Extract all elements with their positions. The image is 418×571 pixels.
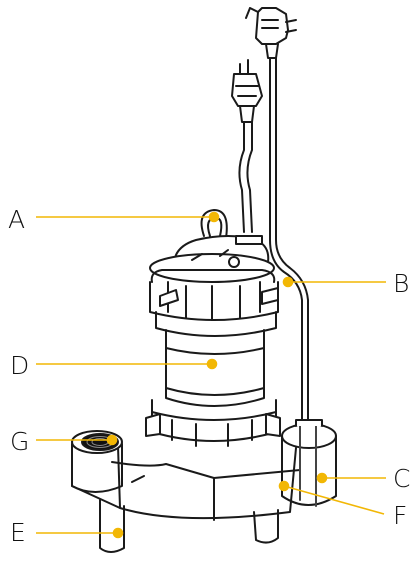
motor-cap xyxy=(150,236,278,320)
power-plug-icon xyxy=(232,60,262,122)
callout-b xyxy=(284,278,387,287)
callout-c xyxy=(318,474,387,483)
label-e: E xyxy=(10,520,26,545)
piggyback-plug-icon xyxy=(246,8,296,58)
float-cord xyxy=(270,58,302,420)
label-b: B xyxy=(393,271,409,296)
callout-d xyxy=(36,360,217,369)
callout-a xyxy=(36,213,219,222)
label-a: A xyxy=(8,207,25,232)
label-d: D xyxy=(10,353,29,378)
pump-legs xyxy=(100,500,278,552)
label-c: C xyxy=(393,466,410,491)
motor-housing xyxy=(156,312,276,406)
label-f: F xyxy=(393,503,407,528)
power-cord xyxy=(239,122,244,232)
label-g: G xyxy=(10,429,29,454)
callout-e xyxy=(36,529,123,538)
pump-base xyxy=(112,446,300,520)
